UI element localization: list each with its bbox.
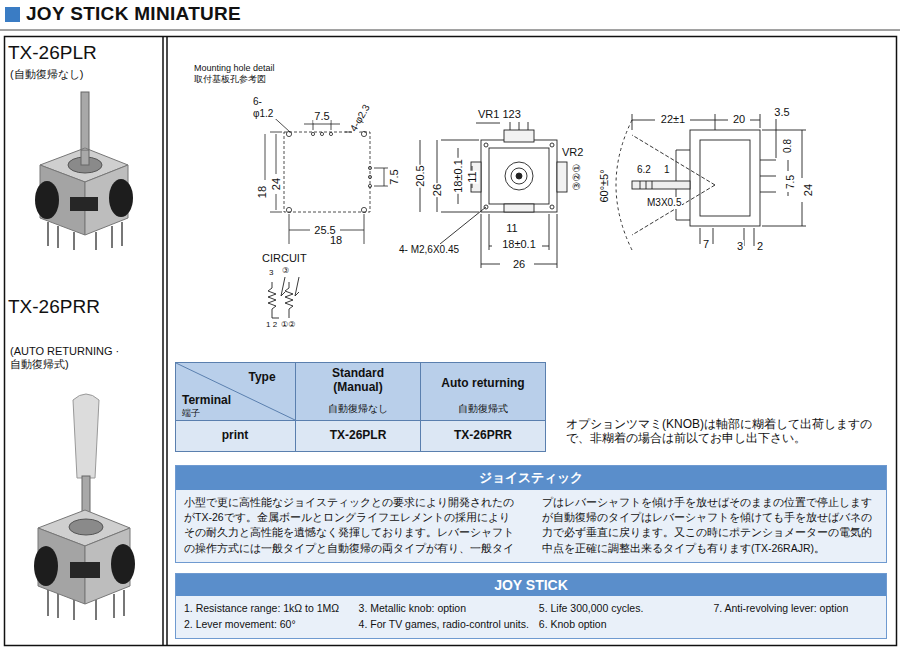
product-photo [34,394,135,620]
panel-body: 小型で更に高性能なジョイスティックとの要求により開発されたのがTX-26です。金… [176,490,886,562]
pin-number: 1 2 [266,320,277,329]
side-view [616,114,806,250]
spec-item: 5. Life 300,000 cycles. [539,601,704,616]
drawing-caption: Mounting hole detail [194,63,275,73]
circuit-heading: CIRCUIT [262,252,307,265]
table-cell: TX-26PRR [454,429,512,443]
pin-number: 3 [269,268,273,277]
table-header: Standard (Manual) [312,367,404,395]
spec-item: 2. Lever movement: 60° [184,617,349,632]
frame-divider [166,36,168,646]
frame-divider [162,36,164,646]
dimension: 24 [270,177,283,191]
pin-number: ③②① [571,163,583,192]
dimension: 7.5 [313,110,330,123]
title-rule [0,30,900,31]
drawing-caption: 取付基板孔参考図 [194,74,266,84]
panel-header: ジョイスティック [176,466,886,490]
dimension: 6.2 [636,164,652,176]
dimension: 11 [505,222,518,235]
spec-item: 7. Anti-revolving lever: option [713,601,878,616]
pot-label: VR2 [561,146,584,159]
dimension: 26 [431,183,444,197]
model-subtitle: (自動復帰なし) [10,68,83,81]
panel-header: JOY STICK [176,574,886,596]
dimension: 18±0.1 [452,158,465,194]
spec-item: 3. Metallic knob: option [359,601,529,616]
dimension: 26 [512,258,526,271]
dimension: 3.5 [773,106,790,119]
description-panel: ジョイスティック小型で更に高性能なジョイスティックとの要求により開発されたのがT… [175,465,887,563]
dimension: 3 [736,240,744,253]
thread-spec: 4- M2,6X0.45 [398,244,464,256]
table-cell: print [222,429,249,443]
model-name: TX-26PLR [8,42,97,64]
spec-item: 6. Knob option [539,617,704,632]
spec-item: 1. Resistance range: 1kΩ to 1MΩ [184,601,349,616]
mounting-hole-detail [265,112,388,244]
title-mark [5,7,20,22]
dimension: 18±0.1 [501,238,537,251]
panel-text: 小型で更に高性能なジョイスティックとの要求により開発されたのがTX-26です。金… [184,495,878,556]
dimension: 60°±5° [598,168,611,203]
page-title: JOY STICK MINIATURE [26,3,241,25]
table-cell: TX-26PLR [330,429,387,443]
table-header: Type [248,371,275,385]
dimension: 1 [663,164,671,176]
thread-spec: M3X0.5 [646,197,682,209]
pin-number: ③ [282,266,289,275]
dimension: 2 [756,240,764,253]
product-photo [35,92,133,250]
table-header: Auto returning [441,377,524,391]
dimension: 18 [329,234,343,247]
model-name: TX-26PRR [8,296,100,318]
table-header: Terminal [182,394,231,408]
note: オプションツマミ(KNOB)は軸部に糊着して出荷しますので、非糊着の場合は前以て… [566,418,888,446]
frame [5,37,897,646]
spec-item: 4. For TV games, radio-control units. [359,617,529,632]
table-header: 端子 [182,408,200,418]
panel-body: 1. Resistance range: 1kΩ to 1MΩ2. Lever … [176,596,886,638]
dimension: 20 [732,113,746,126]
dimension: 7.5 [785,174,797,190]
dimension: 7 [702,238,710,251]
dimension: 0.8 [782,138,794,154]
dimension: 24 [802,183,815,197]
dimension: 18 [256,185,269,199]
dimension: 7.5 [388,168,401,185]
table-header: 自動復帰なし [328,403,388,415]
spec-panel: JOY STICK1. Resistance range: 1kΩ to 1MΩ… [175,573,887,639]
dimension: 6- φ1.2 [252,96,286,119]
potentiometer-symbol [268,277,299,318]
dimension: 22±1 [660,113,686,126]
table-header: 自動復帰式 [458,403,508,415]
pin-number: ①② [281,320,295,329]
model-subtitle: (AUTO RETURNING ·自動復帰式) [10,345,122,370]
pot-label: VR1 123 [477,108,522,121]
dimension: 4-φ2.3 [347,102,373,135]
dimension: 20.5 [414,164,427,187]
type-table [175,362,546,452]
dimension: 11 [466,170,479,183]
